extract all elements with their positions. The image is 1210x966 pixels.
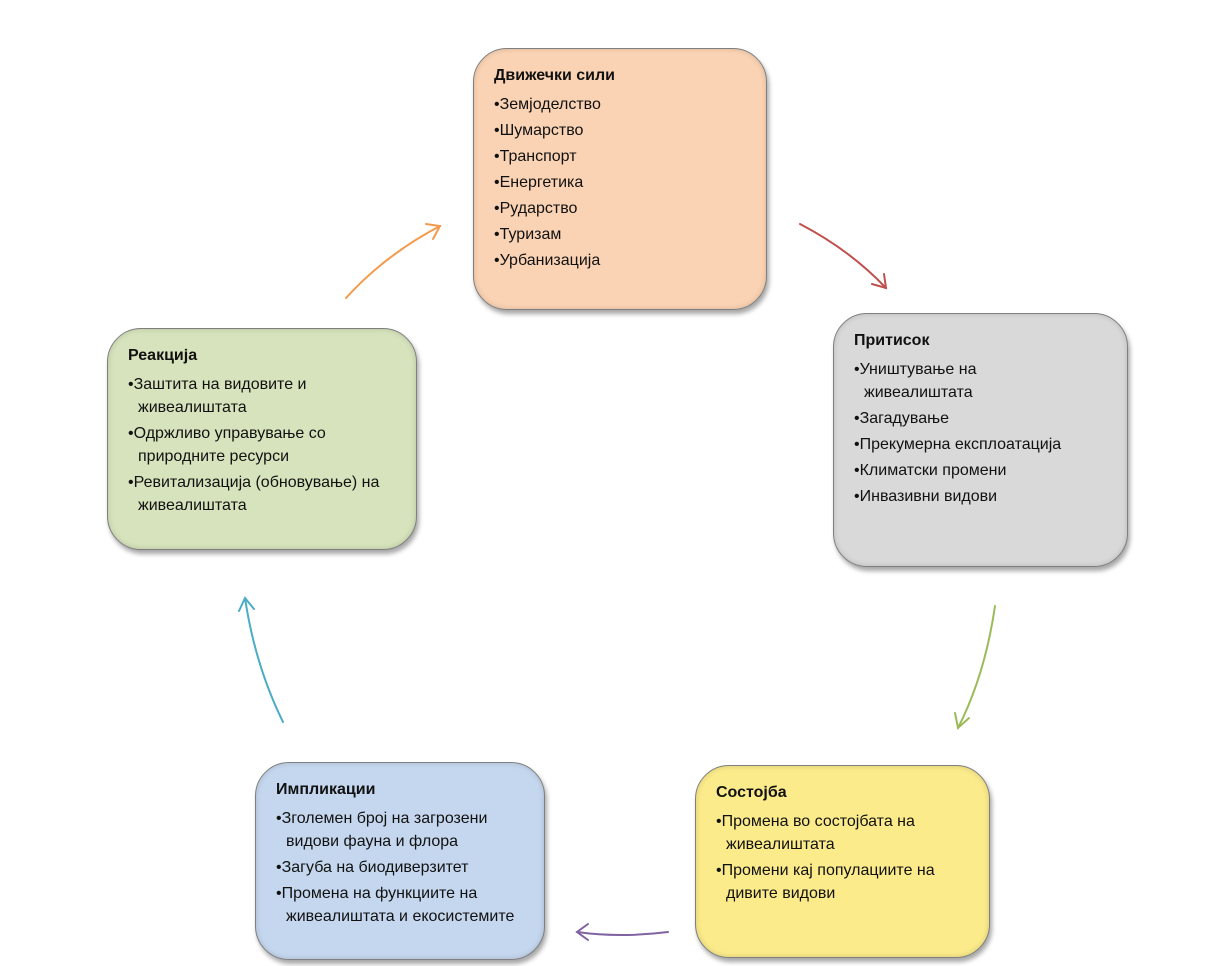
implications-box: Импликации Зголемен број на загрозени ви… [255,762,545,960]
implications-title: Импликации [276,781,376,798]
list-item: Туризам [494,223,754,246]
state-title: Состојба [716,784,787,801]
list-item: Климатски промени [854,459,1115,482]
pressure-box: Притисок Уништување на живеалиштата Зага… [833,313,1128,567]
response-box: Реакција Заштита на видовите и живеалишт… [107,328,417,550]
list-item: Промена во состојбата на живеалиштата [716,810,966,856]
list-item: Транспорт [494,145,754,168]
arrow-pressure-to-state [954,605,996,730]
list-item: Енергетика [494,171,754,194]
list-item: Рударство [494,197,754,220]
state-box: Состојба Промена во состојбата на живеал… [695,765,990,958]
response-title: Реакција [128,347,198,364]
arrow-state-to-implications [575,923,669,941]
list-item: Зголемен број на загрозени видови фауна … [276,807,532,853]
list-item: Промена на функциите на живеалиштата и е… [276,882,526,928]
arrow-drivers-to-pressure [799,223,888,290]
list-item: Урбанизација [494,249,754,272]
list-item: Заштита на видовите и живеалиштата [128,373,353,419]
drivers-title: Движечки сили [494,67,616,84]
list-item: Ревитализација (обновување) на живеалишт… [128,471,408,517]
arrow-response-to-drivers [345,223,442,299]
list-item: Уништување на живеалиштата [854,358,1034,404]
list-item: Загуба на биодиверзитет [276,856,532,879]
pressure-title: Притисок [854,332,930,349]
list-item: Промени кај популациите на дивите видови [716,859,971,905]
arrow-implications-to-response [238,596,284,723]
list-item: Инвазивни видови [854,485,1115,508]
drivers-box: Движечки сили Земјоделство Шумарство Тра… [473,48,767,310]
list-item: Земјоделство [494,93,754,116]
list-item: Загадување [854,407,1115,430]
list-item: Прекумерна експлоатација [854,433,1115,456]
list-item: Шумарство [494,119,754,142]
list-item: Одржливо управување со природните ресурс… [128,422,378,468]
